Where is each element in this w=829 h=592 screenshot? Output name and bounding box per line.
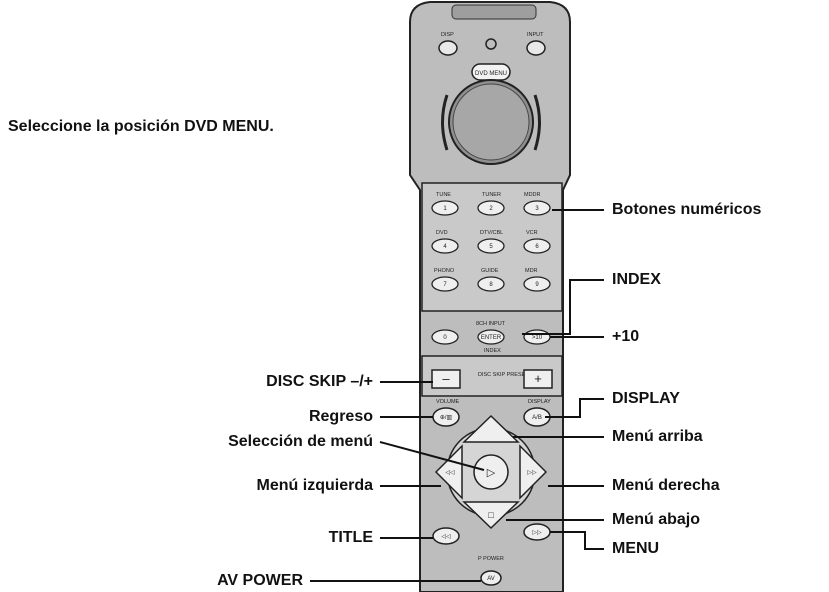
- ab-button[interactable]: DISPLAY A/B: [523, 399, 551, 427]
- svg-text:DISP: DISP: [441, 32, 454, 38]
- svg-text:–: –: [442, 371, 450, 386]
- key-5[interactable]: DTV/CBL 5: [477, 230, 505, 254]
- svg-text:DVD: DVD: [436, 230, 448, 236]
- svg-text:VCR: VCR: [526, 230, 538, 236]
- svg-text:DTV/CBL: DTV/CBL: [480, 230, 503, 236]
- av-power-button[interactable]: P POWER AV: [478, 556, 504, 586]
- menu-left-arrow[interactable]: [434, 444, 463, 500]
- plus10-button[interactable]: >10: [523, 329, 551, 345]
- key-4[interactable]: DVD 4: [431, 230, 459, 254]
- key-0[interactable]: 0: [431, 329, 459, 345]
- enter-button[interactable]: 8CH INPUT ENTER INDEX: [476, 321, 506, 354]
- svg-text:PHONO: PHONO: [434, 268, 455, 274]
- svg-text:MDR: MDR: [525, 268, 538, 274]
- svg-text:▷▷: ▷▷: [527, 470, 537, 476]
- svg-text:TUNER: TUNER: [482, 192, 501, 198]
- label-display: DISPLAY: [612, 390, 680, 407]
- label-plus10: +10: [612, 328, 640, 345]
- leader-lines: [310, 209, 604, 582]
- label-disc-skip: DISC SKIP –/+: [266, 373, 373, 390]
- label-menu-right: Menú derecha: [612, 477, 720, 494]
- svg-text:8CH INPUT: 8CH INPUT: [476, 321, 506, 327]
- label-menu-down: Menú abajo: [612, 511, 701, 528]
- label-title: TITLE: [328, 529, 373, 546]
- svg-text:3: 3: [535, 206, 539, 212]
- svg-text:9: 9: [535, 282, 539, 288]
- key-9[interactable]: MDR 9: [523, 268, 551, 292]
- svg-text:▷▷: ▷▷: [532, 530, 542, 536]
- svg-text:1: 1: [443, 206, 447, 212]
- disc-skip-minus-button[interactable]: –: [431, 369, 461, 389]
- svg-text:INDEX: INDEX: [484, 348, 501, 354]
- svg-text:MDDR: MDDR: [524, 192, 541, 198]
- svg-text:5: 5: [489, 244, 493, 250]
- svg-text:A/B: A/B: [532, 415, 542, 421]
- input-button[interactable]: INPUT: [526, 32, 546, 56]
- svg-text:>10: >10: [532, 335, 543, 341]
- key-8[interactable]: GUIDE 8: [477, 268, 505, 292]
- label-av-power: AV POWER: [217, 572, 303, 589]
- svg-text:▷: ▷: [487, 467, 496, 479]
- svg-text:◁◁: ◁◁: [445, 470, 455, 476]
- disp-button[interactable]: DISP: [438, 32, 458, 56]
- dvd-menu-selector[interactable]: DVD MENU: [471, 63, 511, 81]
- svg-text:6: 6: [535, 244, 539, 250]
- svg-text:□: □: [488, 510, 494, 520]
- label-return: Regreso: [308, 408, 373, 425]
- svg-text:TUNE: TUNE: [436, 192, 451, 198]
- svg-text:DISC SKIP PRESET: DISC SKIP PRESET: [478, 372, 529, 378]
- svg-text:GUIDE: GUIDE: [481, 268, 499, 274]
- label-numeric-buttons: Botones numéricos: [612, 201, 762, 218]
- svg-text:0: 0: [443, 335, 447, 341]
- label-menu-up: Menú arriba: [612, 428, 703, 445]
- svg-text:7: 7: [443, 282, 447, 288]
- svg-text:2: 2: [489, 206, 493, 212]
- menu-select-button[interactable]: ▷: [473, 454, 509, 490]
- svg-text:ENTER: ENTER: [481, 335, 502, 341]
- return-button[interactable]: VOLUME ⊕/▥: [432, 399, 460, 427]
- svg-text:P POWER: P POWER: [478, 556, 504, 562]
- disc-skip-plus-button[interactable]: +: [523, 369, 553, 389]
- label-index: INDEX: [612, 271, 661, 288]
- instruction-text: Seleccione la posición DVD MENU.: [8, 118, 274, 135]
- svg-text:8: 8: [489, 282, 493, 288]
- svg-text:4: 4: [443, 244, 447, 250]
- key-1[interactable]: TUNE 1: [431, 192, 459, 216]
- svg-text:+: +: [534, 371, 542, 386]
- key-3[interactable]: MDDR 3: [523, 192, 551, 216]
- menu-right-arrow[interactable]: [519, 444, 548, 500]
- menu-up-arrow[interactable]: [462, 414, 520, 443]
- svg-text:DISPLAY: DISPLAY: [528, 399, 551, 405]
- center-dot-icon: [485, 38, 497, 50]
- menu-button[interactable]: ▷▷: [523, 523, 551, 541]
- key-7[interactable]: PHONO 7: [431, 268, 459, 292]
- svg-text:AV: AV: [487, 576, 495, 582]
- svg-text:INPUT: INPUT: [527, 32, 544, 38]
- svg-text:◁◁: ◁◁: [441, 534, 451, 540]
- label-menu: MENU: [612, 540, 660, 557]
- number-keys: TUNE 1 TUNER 2 MDDR 3 DVD 4 DTV/CBL 5 VCR 6 PH…: [431, 192, 551, 292]
- menu-down-arrow[interactable]: [462, 501, 520, 530]
- title-button[interactable]: ◁◁: [432, 527, 460, 545]
- key-6[interactable]: VCR 6: [523, 230, 551, 254]
- svg-text:⊕/▥: ⊕/▥: [440, 415, 453, 421]
- svg-text:VOLUME: VOLUME: [436, 399, 460, 405]
- key-2[interactable]: TUNER 2: [477, 192, 505, 216]
- svg-text:DVD MENU: DVD MENU: [475, 71, 507, 77]
- label-menu-left: Menú izquierda: [256, 477, 373, 494]
- label-menu-select: Selección de menú: [228, 433, 373, 450]
